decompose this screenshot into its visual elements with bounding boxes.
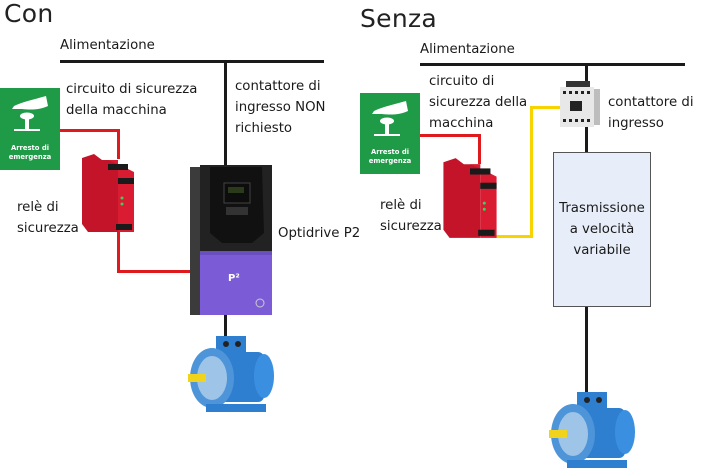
left-emergency-sign-text: Arresto di emergenza	[8, 144, 52, 161]
left-motor-feed	[224, 312, 227, 342]
left-power-bus	[60, 60, 324, 63]
right-relay-label: relè di sicurezza	[380, 198, 442, 234]
right-emergency-sign-text: Arresto di emergenza	[368, 148, 412, 165]
right-motor	[549, 392, 635, 468]
drive-logo-text: P²	[228, 273, 240, 284]
left-safety-wire-seg3	[117, 228, 120, 273]
right-safety-wire-seg1	[420, 134, 481, 137]
left-safety-circuit-label: circuito di sicurezza della macchina	[66, 82, 198, 118]
right-title: Senza	[360, 4, 438, 33]
optidrive-p2-unit: P²	[190, 165, 272, 315]
right-power-label: Alimentazione	[420, 42, 515, 57]
input-contactor	[560, 81, 600, 127]
right-power-bus	[420, 63, 685, 66]
left-title: Con	[4, 0, 54, 28]
right-control-wire-seg1	[530, 106, 560, 109]
left-safety-relay	[82, 154, 134, 232]
right-control-wire-seg3	[492, 235, 533, 238]
left-drive-label: Optidrive P2	[278, 226, 361, 241]
left-relay-label: relè di sicurezza	[17, 200, 79, 236]
vsd-label: Trasmissione a velocità variabile	[559, 201, 645, 258]
right-control-wire-seg2	[530, 106, 533, 238]
right-safety-relay	[443, 158, 497, 238]
left-power-label: Alimentazione	[60, 38, 155, 53]
left-drive-feed	[224, 61, 227, 171]
right-motor-feed	[585, 305, 588, 405]
right-emergency-stop-sign: Arresto di emergenza	[360, 93, 420, 174]
hand-press-button-icon	[372, 101, 408, 136]
left-motor	[188, 336, 274, 412]
left-safety-wire-seg2	[117, 129, 120, 159]
hand-press-button-icon	[12, 96, 48, 131]
left-contactor-note: contattore di ingresso NON richiesto	[235, 79, 326, 136]
left-safety-wire-seg1	[60, 129, 120, 132]
right-contactor-label: contattore di ingresso	[608, 95, 694, 131]
variable-speed-drive-box: Trasmissione a velocità variabile	[553, 152, 651, 307]
right-safety-circuit-label: circuito di sicurezza della macchina	[429, 74, 528, 131]
left-emergency-stop-sign: Arresto di emergenza	[0, 88, 60, 170]
right-safety-wire-seg2	[478, 134, 481, 164]
left-safety-wire-seg4	[117, 270, 193, 273]
